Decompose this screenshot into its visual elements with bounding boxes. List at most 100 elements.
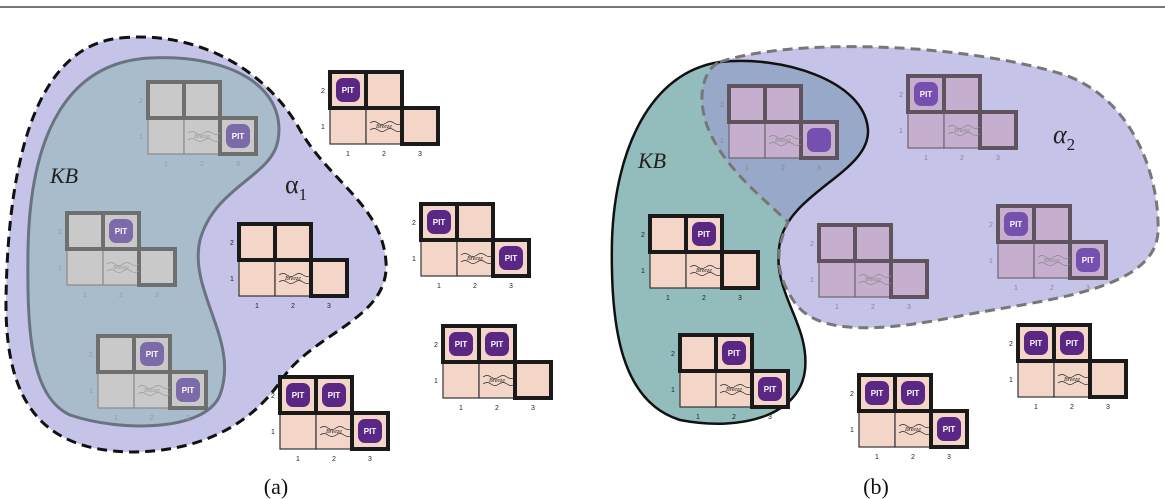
col-tick-label: 1 xyxy=(696,414,700,421)
breeze-wave-icon xyxy=(1057,374,1091,385)
col-tick-label: 3 xyxy=(155,292,159,299)
frontier-border xyxy=(278,375,390,451)
row-tick-label: 2 xyxy=(641,232,645,239)
pit-marker xyxy=(485,332,509,356)
col-tick-label: 3 xyxy=(817,165,821,172)
breeze-label: Breeze xyxy=(954,128,970,134)
grid-cell xyxy=(442,361,480,399)
breeze-label: Breeze xyxy=(467,256,483,262)
pit-marker xyxy=(449,332,473,356)
pit-label: PIT xyxy=(698,230,711,239)
frontier-border xyxy=(648,214,760,290)
col-tick-label: 1 xyxy=(835,304,839,311)
kb-label-b: KB xyxy=(637,148,666,173)
breeze-wave-icon xyxy=(319,426,353,437)
col-tick-label: 2 xyxy=(150,415,154,422)
col-tick-label: 3 xyxy=(768,414,772,421)
col-tick-label: 3 xyxy=(186,415,190,422)
breeze-label: Breeze xyxy=(1044,258,1060,264)
row-tick-label: 1 xyxy=(139,134,143,141)
pit-marker xyxy=(109,219,133,243)
breeze-label: Breeze xyxy=(376,124,392,130)
pit-label: PIT xyxy=(1066,339,1079,348)
pit-marker xyxy=(758,377,782,401)
row-tick-label: 1 xyxy=(899,128,903,135)
grid-cell xyxy=(456,203,494,241)
col-tick-label: 1 xyxy=(1034,404,1038,411)
col-tick-label: 1 xyxy=(924,155,928,162)
pit-label: PIT xyxy=(871,389,884,398)
grid-cell xyxy=(66,212,104,250)
pit-marker xyxy=(140,342,164,366)
row-tick-label: 2 xyxy=(899,92,903,99)
pit-marker xyxy=(499,246,523,270)
pit-marker xyxy=(1060,331,1084,355)
pit-label: PIT xyxy=(232,132,245,141)
row-tick-label: 2 xyxy=(1009,341,1013,348)
grid-cell xyxy=(728,121,766,159)
col-tick-label: 2 xyxy=(332,456,336,463)
col-tick-label: 2 xyxy=(200,161,204,168)
grid-cell xyxy=(420,239,458,277)
alpha1-label: α1 xyxy=(285,170,307,204)
col-tick-label: 1 xyxy=(255,303,259,310)
grid-cell xyxy=(997,241,1035,279)
breeze-wave-icon xyxy=(898,424,932,435)
grid-cell xyxy=(1089,360,1127,398)
pit-marker xyxy=(322,383,346,407)
col-tick-label: 2 xyxy=(1050,285,1054,292)
grid-cell xyxy=(890,260,928,298)
pit-label: PIT xyxy=(115,227,128,236)
grid-cell xyxy=(310,259,348,297)
pit-marker xyxy=(807,128,831,152)
col-tick-label: 3 xyxy=(907,304,911,311)
pit-marker xyxy=(722,341,746,365)
pit-marker xyxy=(914,82,938,106)
pit-marker xyxy=(937,417,961,441)
breeze-label: Breeze xyxy=(865,277,881,283)
col-tick-label: 3 xyxy=(1106,404,1110,411)
col-tick-label: 3 xyxy=(509,283,513,290)
grid-cell xyxy=(238,259,276,297)
row-tick-label: 1 xyxy=(412,256,416,263)
col-tick-label: 2 xyxy=(495,405,499,412)
col-tick-label: 3 xyxy=(368,456,372,463)
row-tick-label: 2 xyxy=(412,220,416,227)
grid-cell xyxy=(979,111,1017,149)
grid-cell xyxy=(478,361,516,399)
pit-label: PIT xyxy=(342,86,355,95)
grid-cell xyxy=(818,224,856,262)
grid-cell xyxy=(764,85,802,123)
frontier-border xyxy=(857,373,969,449)
grid-cell xyxy=(649,251,687,289)
grid-cell xyxy=(858,410,896,448)
kb-label-a: KB xyxy=(49,163,78,188)
breeze-wave-icon xyxy=(858,274,892,285)
row-tick-label: 2 xyxy=(434,342,438,349)
row-tick-label: 1 xyxy=(850,427,854,434)
breeze-wave-icon xyxy=(482,375,516,386)
grid-cell xyxy=(1033,241,1071,279)
row-tick-label: 2 xyxy=(989,222,993,229)
col-tick-label: 3 xyxy=(236,161,240,168)
breeze-wave-icon xyxy=(187,131,221,142)
grid-cell xyxy=(1053,360,1091,398)
pit-marker xyxy=(427,210,451,234)
row-tick-label: 1 xyxy=(271,429,275,436)
col-tick-label: 2 xyxy=(382,151,386,158)
frontier-border xyxy=(441,324,553,400)
col-tick-label: 1 xyxy=(83,292,87,299)
frontier-border xyxy=(237,222,349,298)
row-tick-label: 1 xyxy=(89,388,93,395)
pit-label: PIT xyxy=(907,389,920,398)
col-tick-label: 3 xyxy=(418,151,422,158)
col-tick-label: 1 xyxy=(346,151,350,158)
pit-marker xyxy=(692,222,716,246)
